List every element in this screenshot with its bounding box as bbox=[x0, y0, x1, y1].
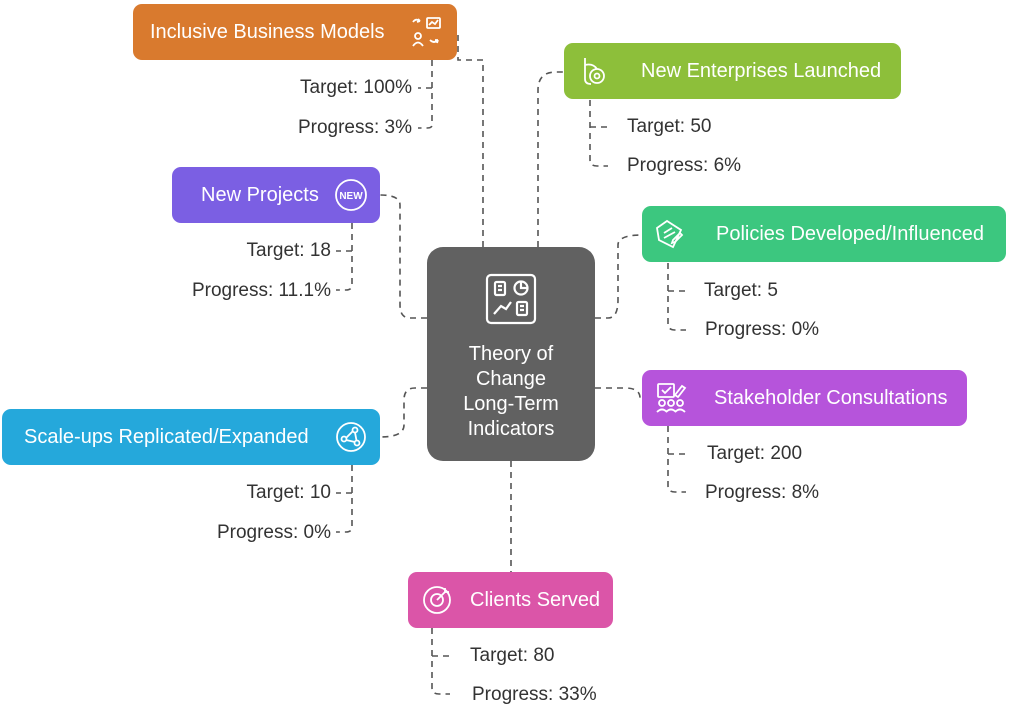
progress-inclusive: Progress: 3% bbox=[297, 117, 412, 138]
target-stakeholders: Target: 200 bbox=[707, 443, 803, 464]
dashboard-icon bbox=[483, 271, 539, 332]
new-badge-text: NEW bbox=[339, 191, 363, 202]
presentation-icon bbox=[409, 15, 443, 49]
network-icon bbox=[334, 420, 368, 454]
node-new-projects: New Projects NEW bbox=[172, 167, 380, 223]
node-clients-served: Clients Served bbox=[408, 572, 613, 628]
progress-enterprises: Progress: 6% bbox=[627, 155, 742, 176]
target-scaleups: Target: 10 bbox=[246, 482, 332, 503]
target-inclusive: Target: 100% bbox=[300, 77, 412, 98]
node-label: Stakeholder Consultations bbox=[714, 386, 948, 409]
node-label: New Enterprises Launched bbox=[641, 59, 882, 82]
target-icon bbox=[420, 583, 454, 617]
rocket-icon bbox=[578, 54, 612, 88]
progress-scaleups: Progress: 0% bbox=[216, 522, 331, 543]
node-label: Inclusive Business Models bbox=[150, 20, 385, 43]
node-label: New Projects bbox=[201, 183, 319, 206]
meeting-icon bbox=[654, 381, 688, 415]
node-policies-developed: Policies Developed/Influenced bbox=[642, 206, 1006, 262]
central-node: Theory of Change Long-Term Indicators bbox=[427, 247, 595, 461]
target-clients: Target: 80 bbox=[470, 645, 555, 666]
node-label: Clients Served bbox=[470, 588, 601, 611]
node-label: Policies Developed/Influenced bbox=[716, 222, 984, 245]
central-title: Theory of Change Long-Term Indicators bbox=[463, 343, 559, 440]
target-projects: Target: 18 bbox=[246, 240, 332, 261]
document-edit-icon bbox=[652, 217, 686, 251]
node-scale-ups-replicated: Scale-ups Replicated/Expanded bbox=[2, 409, 380, 465]
progress-clients: Progress: 33% bbox=[472, 684, 597, 705]
new-badge-icon: NEW bbox=[334, 178, 368, 212]
progress-stakeholders: Progress: 8% bbox=[705, 482, 820, 503]
target-policies: Target: 5 bbox=[704, 280, 778, 301]
node-label: Scale-ups Replicated/Expanded bbox=[24, 425, 309, 448]
node-inclusive-business-models: Inclusive Business Models bbox=[133, 4, 457, 60]
target-enterprises: Target: 50 bbox=[627, 116, 712, 137]
node-new-enterprises-launched: New Enterprises Launched bbox=[564, 43, 901, 99]
progress-policies: Progress: 0% bbox=[705, 319, 820, 340]
progress-projects: Progress: 11.1% bbox=[191, 280, 331, 301]
node-stakeholder-consultations: Stakeholder Consultations bbox=[642, 370, 967, 426]
